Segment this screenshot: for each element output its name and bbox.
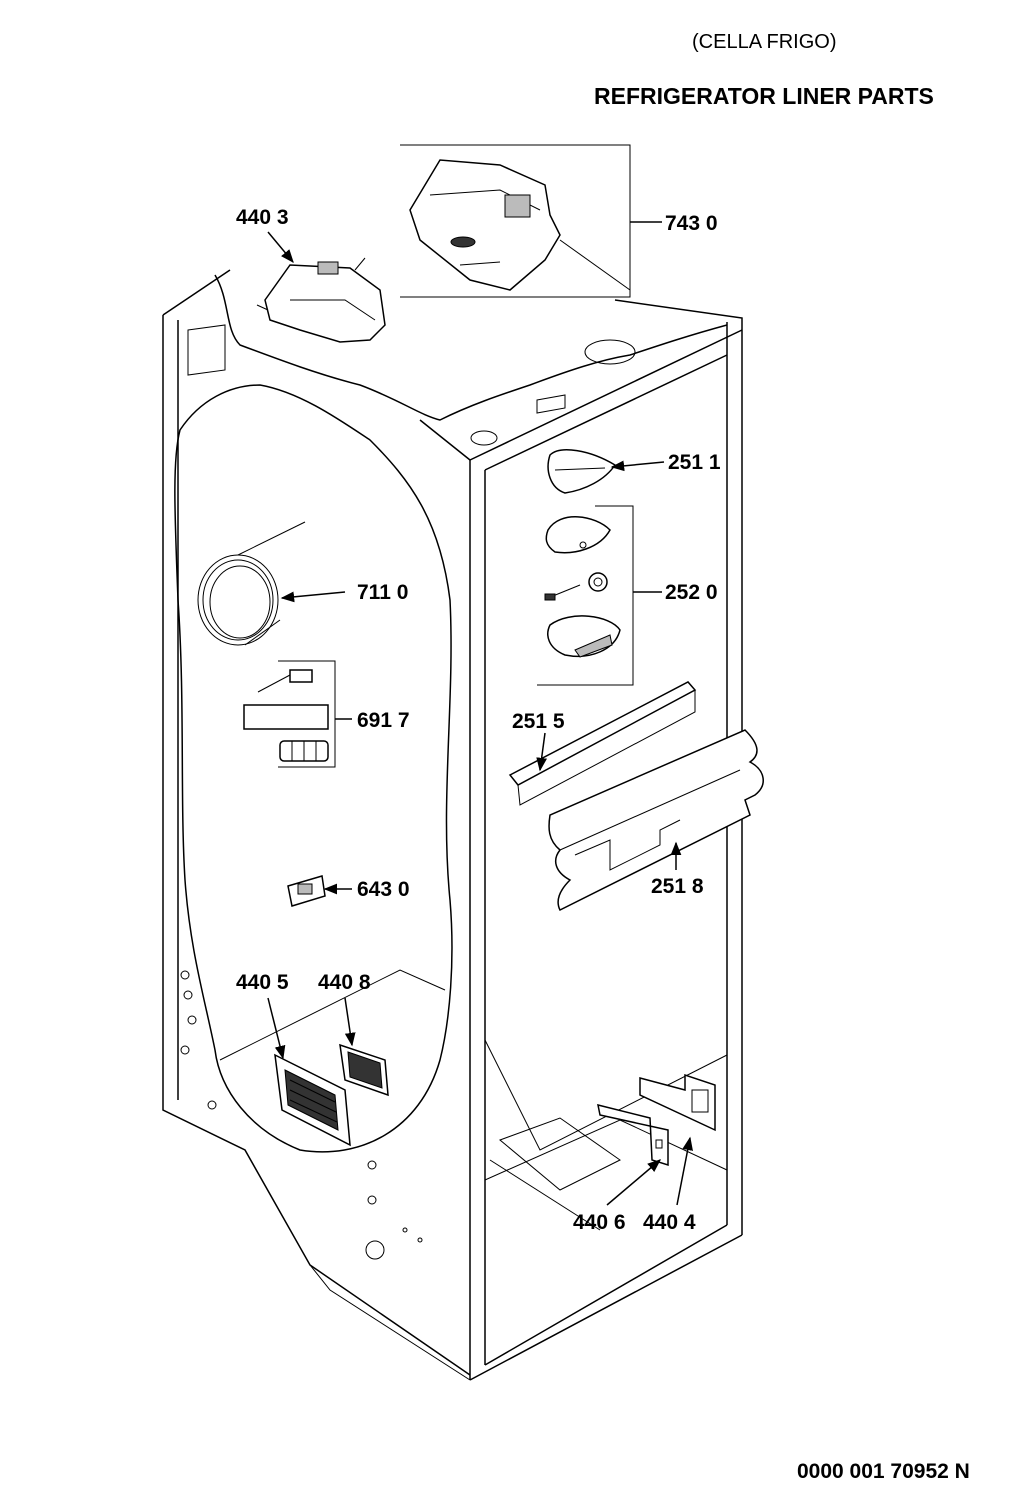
callout-4408: 440 8 [318, 971, 371, 994]
callout-7110: 711 0 [357, 581, 408, 604]
part-4408-filter [339, 1043, 389, 1097]
callout-4404: 440 4 [643, 1211, 696, 1234]
part-2515-rail [508, 681, 697, 806]
callout-2515: 251 5 [512, 710, 565, 733]
diagram-subtitle: (CELLA FRIGO) [692, 31, 837, 53]
callout-6917: 691 7 [357, 709, 410, 732]
part-4406-bracket [597, 1103, 669, 1167]
part-4404-bracket [639, 1073, 716, 1132]
part-2511-lamp-cover [547, 449, 617, 494]
diagram-title: REFRIGERATOR LINER PARTS [594, 83, 934, 109]
part-2518-crossbar [548, 729, 764, 912]
callout-6430: 643 0 [357, 878, 410, 901]
part-4405-control-panel [274, 1053, 351, 1147]
part-7430-air-duct [400, 144, 631, 298]
callout-4405: 440 5 [236, 971, 289, 994]
callout-2511: 251 1 [668, 451, 721, 474]
callout-7430: 743 0 [665, 212, 718, 235]
part-6430-plate [287, 875, 326, 907]
refrigerator-liner-cabinet [162, 269, 743, 1381]
part-2520-lamp-assembly [537, 505, 634, 686]
callout-2518: 251 8 [651, 875, 704, 898]
leader-lines [267, 221, 693, 1206]
callout-4406: 440 6 [573, 1211, 626, 1234]
part-6917-kit [243, 660, 336, 768]
part-7110-wire-coil [197, 521, 306, 646]
callout-2520: 252 0 [665, 581, 718, 604]
callout-labels: 440 3 743 0 251 1 252 0 711 0 691 7 251 … [236, 206, 721, 1234]
part-4403-module [256, 257, 386, 343]
callout-4403: 440 3 [236, 206, 289, 229]
document-number: 0000 001 70952 N [797, 1460, 970, 1483]
